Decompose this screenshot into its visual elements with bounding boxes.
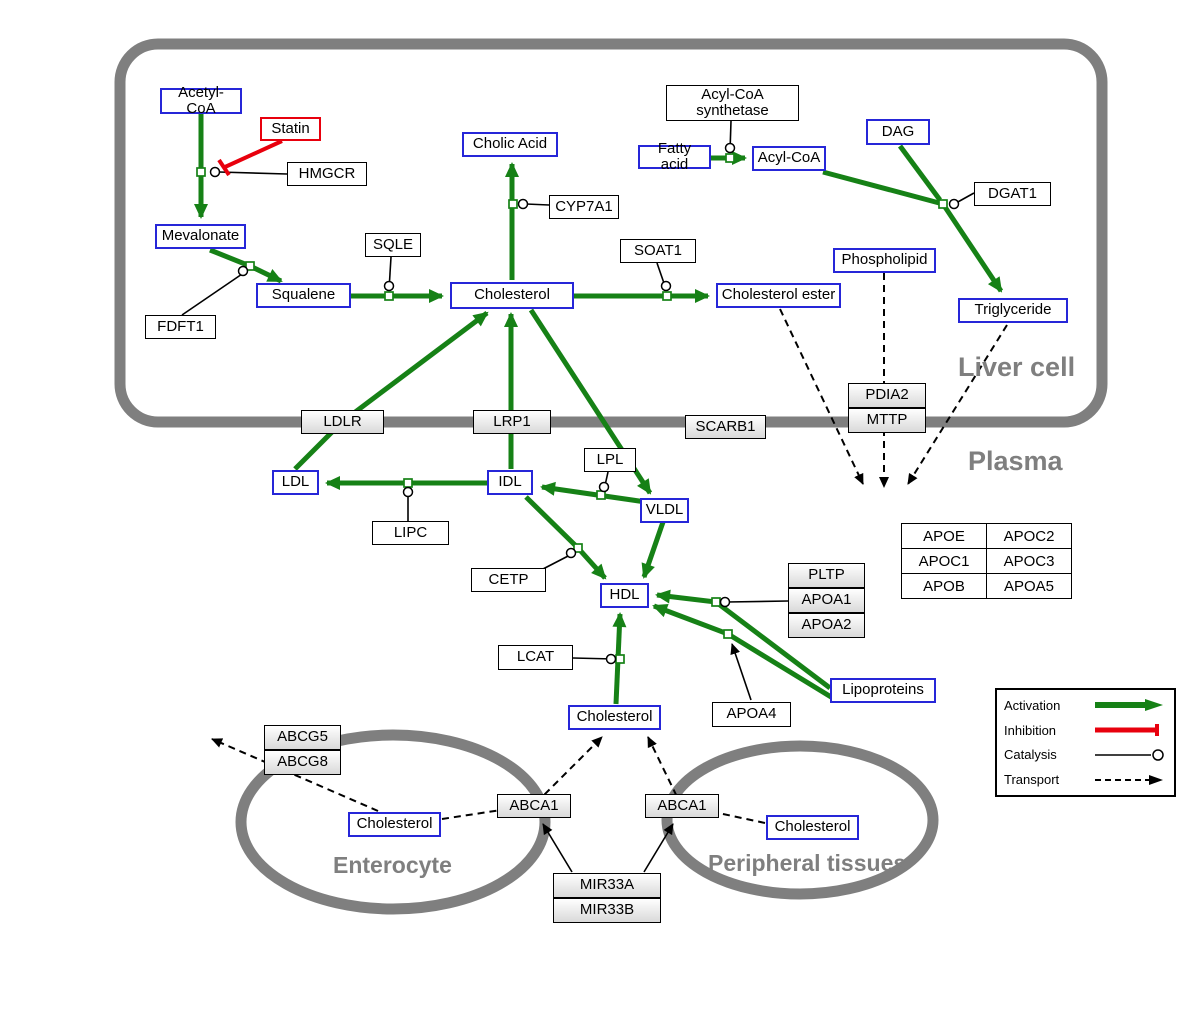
node-apoa4[interactable]: APOA4: [712, 702, 791, 727]
node-cholesterol-peripheral[interactable]: Cholesterol: [766, 815, 859, 840]
node-soat1[interactable]: SOAT1: [620, 239, 696, 263]
legend-row-catalysis: Catalysis: [1004, 744, 1167, 766]
legend-row-inhibition: Inhibition: [1004, 719, 1167, 741]
enterocyte-label: Enterocyte: [333, 852, 452, 878]
node-ldl[interactable]: LDL: [272, 470, 319, 495]
node-lipoproteins[interactable]: Lipoproteins: [830, 678, 936, 703]
catalysis-circles: [209, 142, 960, 665]
node-cetp[interactable]: CETP: [471, 568, 546, 592]
node-apoc1[interactable]: APOC1: [901, 548, 987, 574]
node-cholic-acid[interactable]: Cholic Acid: [462, 132, 558, 157]
node-abcg5[interactable]: ABCG5: [264, 725, 341, 750]
inhibition-tbar-icon: [1095, 724, 1159, 737]
node-scarb1[interactable]: SCARB1: [685, 415, 766, 439]
liver-cell-label: Liver cell: [958, 352, 1076, 382]
node-mir33b[interactable]: MIR33B: [553, 898, 661, 923]
legend-activation-label: Activation: [1004, 697, 1061, 713]
node-lrp1[interactable]: LRP1: [473, 410, 551, 434]
node-sqle[interactable]: SQLE: [365, 233, 421, 257]
node-lcat[interactable]: LCAT: [498, 645, 573, 670]
node-dag[interactable]: DAG: [866, 119, 930, 145]
legend-inhibition-label: Inhibition: [1004, 722, 1057, 738]
node-apoa1[interactable]: APOA1: [788, 588, 865, 613]
node-abca1-peripheral[interactable]: ABCA1: [645, 794, 719, 818]
node-vldl[interactable]: VLDL: [640, 498, 689, 523]
node-apoc2[interactable]: APOC2: [986, 523, 1072, 549]
apo-table: APOE APOC2 APOC1 APOC3 APOB APOA5: [901, 523, 1072, 599]
node-statin[interactable]: Statin: [260, 117, 321, 141]
node-apoa5[interactable]: APOA5: [986, 573, 1072, 599]
regulation-edges: [542, 643, 752, 873]
node-squalene[interactable]: Squalene: [256, 283, 351, 308]
node-mevalonate[interactable]: Mevalonate: [155, 224, 246, 249]
node-cyp7a1[interactable]: CYP7A1: [549, 195, 619, 219]
node-fatty-acid[interactable]: Fatty acid: [638, 140, 711, 173]
plasma-label: Plasma: [968, 446, 1063, 476]
node-lipc[interactable]: LIPC: [372, 521, 449, 545]
membranes: [114, 38, 1108, 915]
node-idl[interactable]: IDL: [487, 470, 533, 495]
enterocyte-membrane: [235, 729, 551, 915]
node-acyl-coa[interactable]: Acyl-CoA: [752, 146, 826, 171]
node-acyl-coa-synthetase[interactable]: Acyl-CoA synthetase: [666, 85, 799, 121]
node-apoe[interactable]: APOE: [901, 523, 987, 549]
node-hmgcr[interactable]: HMGCR: [287, 162, 367, 186]
node-phospholipid[interactable]: Phospholipid: [833, 248, 936, 273]
node-hdl[interactable]: HDL: [600, 583, 649, 608]
peripheral-tissues-label: Peripheral tissues: [708, 850, 907, 876]
node-apoa2[interactable]: APOA2: [788, 613, 865, 638]
node-abca1-enterocyte[interactable]: ABCA1: [497, 794, 571, 818]
inhibition-edge: [217, 139, 283, 177]
node-triglyceride[interactable]: Triglyceride: [958, 298, 1068, 323]
legend: Activation Inhibition Catalysis Transpor…: [995, 688, 1176, 797]
node-apoc3[interactable]: APOC3: [986, 548, 1072, 574]
node-ldlr[interactable]: LDLR: [301, 410, 384, 434]
node-pltp[interactable]: PLTP: [788, 563, 865, 588]
node-cholesterol-ester[interactable]: Cholesterol ester: [716, 283, 841, 308]
legend-transport-label: Transport: [1004, 772, 1060, 788]
legend-row-transport: Transport: [1004, 769, 1167, 791]
legend-row-activation: Activation: [1004, 694, 1167, 716]
node-pdia2[interactable]: PDIA2: [848, 383, 926, 408]
peripheral-tissues-membrane: [661, 740, 939, 900]
reaction-nodes: [196, 153, 948, 664]
node-acetyl-coa[interactable]: Acetyl-CoA: [160, 84, 242, 117]
node-abcg8[interactable]: ABCG8: [264, 750, 341, 775]
node-cholesterol-liver[interactable]: Cholesterol: [450, 282, 574, 309]
node-mir33a[interactable]: MIR33A: [553, 873, 661, 898]
node-cholesterol-enterocyte[interactable]: Cholesterol: [348, 812, 441, 837]
liver-cell-membrane: [114, 38, 1108, 428]
catalysis-circle-icon: [1095, 749, 1164, 761]
node-dgat1[interactable]: DGAT1: [974, 182, 1051, 206]
catalysis-edges: [181, 120, 975, 660]
node-mttp[interactable]: MTTP: [848, 408, 926, 433]
activation-arrow-icon: [1095, 699, 1163, 712]
node-lpl[interactable]: LPL: [584, 448, 636, 472]
node-cholesterol-plasma[interactable]: Cholesterol: [568, 705, 661, 730]
transport-arrow-icon: [1095, 774, 1163, 785]
node-apob[interactable]: APOB: [901, 573, 987, 599]
node-fdft1[interactable]: FDFT1: [145, 315, 216, 339]
legend-catalysis-label: Catalysis: [1004, 747, 1057, 763]
